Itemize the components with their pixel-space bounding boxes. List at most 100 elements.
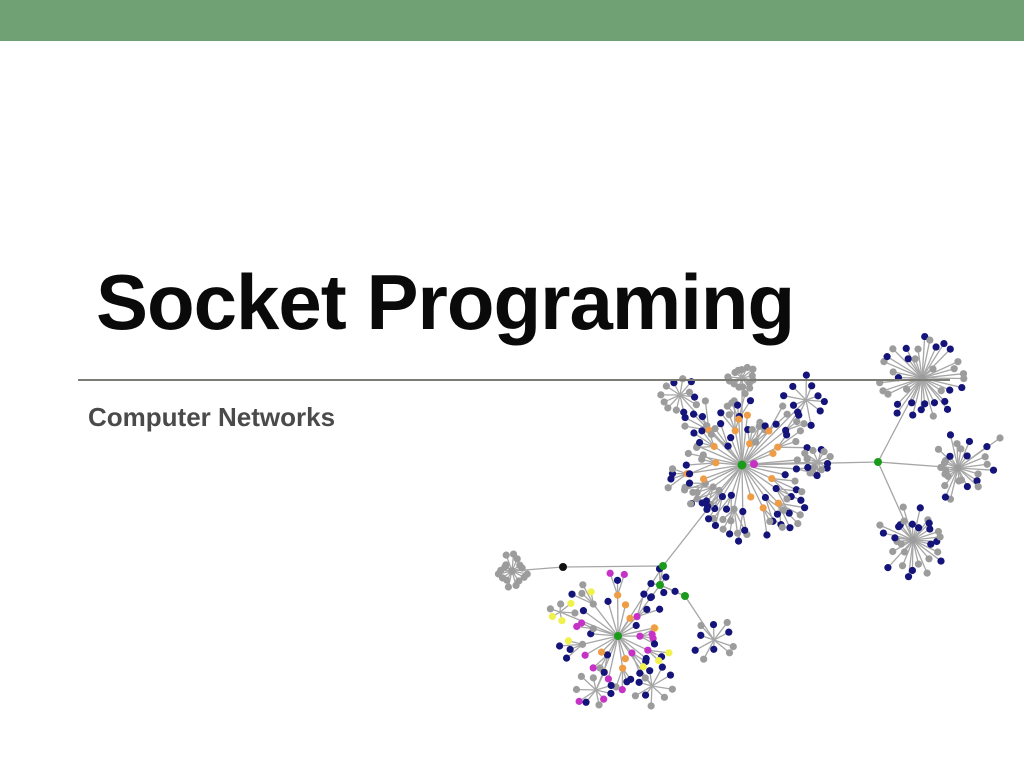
graph-node	[808, 382, 816, 390]
graph-node	[889, 368, 897, 376]
graph-node	[566, 645, 574, 654]
graph-edge	[762, 507, 768, 536]
graph-node	[657, 391, 665, 399]
graph-node	[619, 664, 627, 672]
graph-edge	[595, 635, 619, 691]
graph-node	[595, 701, 603, 709]
graph-node	[618, 686, 626, 694]
graph-node	[581, 651, 589, 659]
top-accent-bar	[0, 0, 1024, 41]
graph-node	[801, 449, 809, 457]
graph-edge	[733, 464, 743, 510]
graph-node	[748, 372, 756, 380]
graph-edge	[921, 348, 951, 379]
slide-subtitle: Computer Networks	[88, 402, 336, 432]
graph-node	[662, 382, 670, 390]
graph-node	[633, 613, 641, 621]
graph-node	[958, 383, 966, 392]
graph-node	[911, 355, 919, 363]
graph-node	[786, 524, 794, 532]
graph-node	[502, 561, 510, 569]
graph-edge	[712, 494, 732, 520]
graph-node	[559, 563, 567, 571]
graph-edge	[879, 524, 914, 541]
graph-node	[649, 634, 657, 643]
graph-node	[941, 481, 949, 490]
graph-edge	[741, 464, 773, 480]
graph-edge	[734, 430, 743, 466]
graph-node	[902, 344, 910, 352]
graph-node	[564, 637, 573, 645]
graph-node	[640, 590, 648, 598]
graph-node	[698, 499, 706, 507]
graph-node	[587, 588, 595, 596]
graph-node	[908, 520, 916, 528]
graph-edge	[741, 429, 787, 466]
graph-node	[937, 387, 945, 395]
graph-node	[941, 493, 950, 501]
graph-node	[734, 537, 743, 545]
graph-node	[773, 510, 782, 518]
graph-node	[613, 576, 622, 584]
graph-node	[730, 505, 738, 513]
graph-node	[941, 397, 949, 406]
graph-node	[996, 434, 1004, 442]
graph-node	[724, 373, 732, 381]
graph-node	[668, 465, 677, 473]
graph-edge	[777, 430, 801, 448]
graph-node	[572, 685, 581, 694]
graph-node	[800, 420, 808, 428]
graph-node	[647, 702, 655, 710]
graph-edge	[883, 361, 923, 379]
graph-edge	[667, 473, 688, 489]
graph-edge	[584, 635, 619, 656]
graph-node	[748, 425, 756, 434]
graph-node	[641, 674, 649, 682]
graph-edge	[768, 405, 784, 432]
graph-edge	[893, 371, 923, 379]
graph-node	[891, 534, 899, 542]
graph-node	[756, 418, 764, 426]
graph-node	[926, 336, 934, 344]
graph-node	[725, 649, 734, 657]
graph-edge	[921, 361, 959, 379]
graph-node	[792, 465, 801, 473]
graph-node	[763, 531, 771, 539]
graph-node	[722, 505, 731, 513]
graph-edge	[741, 464, 786, 476]
graph-node	[546, 605, 554, 613]
graph-node	[513, 555, 521, 563]
graph-node	[955, 477, 963, 485]
graph-node	[793, 456, 801, 464]
graph-node	[953, 440, 961, 448]
graph-node	[759, 504, 767, 512]
graph-node	[817, 466, 826, 474]
graph-node	[909, 411, 917, 419]
graph-node	[607, 689, 615, 698]
graph-node	[954, 464, 962, 472]
graph-node	[727, 491, 735, 499]
graph-node	[925, 555, 933, 563]
graph-node	[733, 401, 742, 409]
graph-node	[682, 461, 690, 469]
graph-node	[791, 477, 799, 485]
graph-node	[646, 667, 654, 675]
graph-node	[636, 669, 644, 677]
graph-node	[930, 399, 939, 407]
graph-node	[727, 434, 735, 442]
graph-node	[820, 448, 828, 456]
graph-edge	[607, 601, 619, 637]
graph-node	[904, 355, 912, 363]
graph-node	[614, 591, 622, 599]
graph-node	[973, 477, 981, 485]
graph-node	[765, 427, 773, 435]
graph-node	[733, 529, 742, 537]
graph-edge	[741, 464, 766, 498]
graph-nodes	[494, 332, 1004, 710]
graph-node	[603, 651, 612, 659]
graph-node	[923, 569, 931, 577]
graph-edge	[713, 622, 728, 641]
graph-node	[715, 486, 723, 495]
graph-node	[746, 397, 755, 405]
